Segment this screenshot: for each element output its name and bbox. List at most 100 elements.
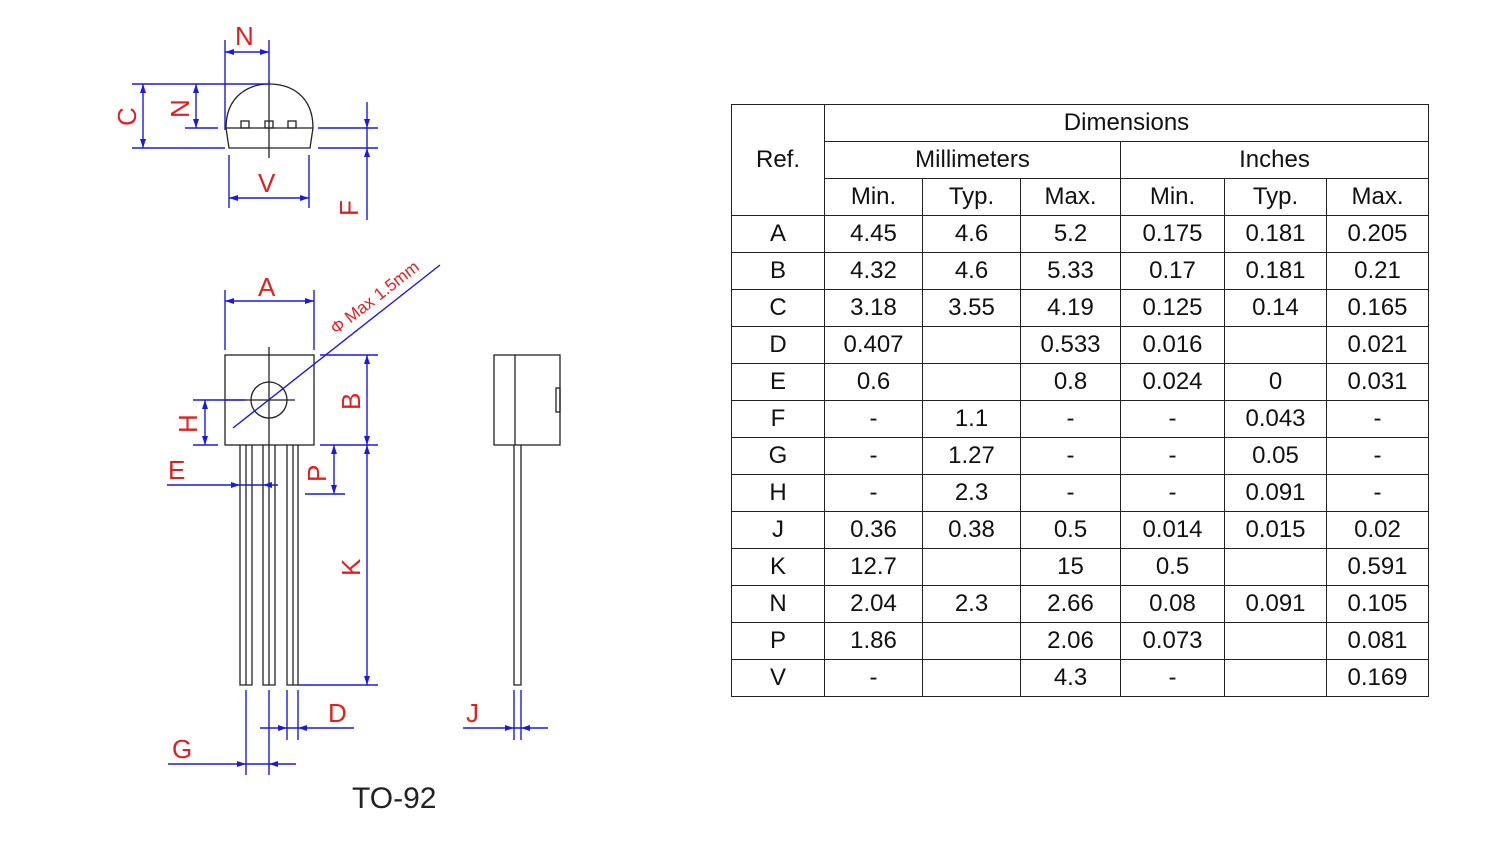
value-cell: 1.1: [922, 400, 1021, 438]
sub-header: Min.: [1120, 178, 1225, 216]
value-cell: 0.205: [1326, 215, 1429, 253]
ref-cell: G: [731, 437, 825, 475]
ref-cell: B: [731, 252, 825, 290]
value-cell: 0.38: [922, 511, 1021, 549]
arrowhead-icon: [202, 400, 208, 409]
arrowhead-icon: [364, 148, 370, 157]
value-cell: 0.073: [1120, 622, 1225, 660]
value-cell: 0.591: [1326, 548, 1429, 586]
ref-cell: P: [731, 622, 825, 660]
value-cell: 0.05: [1224, 437, 1327, 475]
value-cell: [922, 659, 1021, 697]
value-cell: [922, 548, 1021, 586]
arrowhead-icon: [364, 119, 370, 128]
value-cell: -: [1020, 474, 1121, 512]
value-cell: 3.18: [824, 289, 923, 327]
sub-header: Max.: [1326, 178, 1429, 216]
value-cell: 0.21: [1326, 252, 1429, 290]
package-name: TO-92: [352, 782, 436, 815]
label-c: C: [112, 107, 142, 126]
arrowhead-icon: [364, 355, 370, 364]
value-cell: 0.407: [824, 326, 923, 364]
arrowhead-icon: [364, 436, 370, 445]
value-cell: 0.08: [1120, 585, 1225, 623]
label-n-side: N: [165, 99, 195, 118]
ref-cell: D: [731, 326, 825, 364]
sub-header: Typ.: [922, 178, 1021, 216]
value-cell: 5.33: [1020, 252, 1121, 290]
inches-header: Inches: [1120, 141, 1429, 179]
millimeters-header: Millimeters: [824, 141, 1121, 179]
value-cell: 4.19: [1020, 289, 1121, 327]
value-cell: 0.024: [1120, 363, 1225, 401]
value-cell: 0.533: [1020, 326, 1121, 364]
ref-cell: V: [731, 659, 825, 697]
value-cell: 0.181: [1224, 252, 1327, 290]
value-cell: 2.04: [824, 585, 923, 623]
arrowhead-icon: [305, 298, 314, 304]
value-cell: 0.105: [1326, 585, 1429, 623]
value-cell: 0.02: [1326, 511, 1429, 549]
value-cell: -: [1020, 437, 1121, 475]
value-cell: -: [1326, 474, 1429, 512]
value-cell: 4.45: [824, 215, 923, 253]
value-cell: 0.5: [1020, 511, 1121, 549]
table-row: V-4.3-0.169: [731, 659, 1429, 697]
arrowhead-icon: [202, 436, 208, 445]
value-cell: -: [1120, 437, 1225, 475]
arrowhead-icon: [269, 761, 278, 767]
value-cell: 4.6: [922, 215, 1021, 253]
value-cell: 0.031: [1326, 363, 1429, 401]
value-cell: [1224, 548, 1327, 586]
value-cell: 0.175: [1120, 215, 1225, 253]
ref-cell: N: [731, 585, 825, 623]
sub-header: Max.: [1020, 178, 1121, 216]
table-row: G-1.27--0.05-: [731, 437, 1429, 475]
leads: [239, 445, 299, 686]
value-cell: 12.7: [824, 548, 923, 586]
value-cell: -: [1020, 400, 1121, 438]
value-cell: 4.32: [824, 252, 923, 290]
value-cell: 0.165: [1326, 289, 1429, 327]
value-cell: 0.016: [1120, 326, 1225, 364]
table-row: F-1.1--0.043-: [731, 400, 1429, 438]
value-cell: -: [1120, 659, 1225, 697]
arrowhead-icon: [140, 139, 146, 148]
value-cell: 5.2: [1020, 215, 1121, 253]
header-row-2: Millimeters Inches: [732, 141, 1429, 179]
value-cell: 0.8: [1020, 363, 1121, 401]
arrowhead-icon: [260, 49, 269, 55]
front-view: A Φ Max 1.5mm B H E P K D G: [167, 257, 441, 775]
ref-cell: F: [731, 400, 825, 438]
sub-header: Min.: [824, 178, 923, 216]
label-v: V: [258, 168, 276, 198]
ref-header: Ref.: [731, 104, 825, 216]
value-cell: 0.6: [824, 363, 923, 401]
arrowhead-icon: [140, 84, 146, 93]
ref-cell: H: [731, 474, 825, 512]
value-cell: 2.3: [922, 585, 1021, 623]
value-cell: 0: [1224, 363, 1327, 401]
value-cell: 3.55: [922, 289, 1021, 327]
value-cell: 0.14: [1224, 289, 1327, 327]
value-cell: 0.17: [1120, 252, 1225, 290]
value-cell: 0.043: [1224, 400, 1327, 438]
label-d: D: [328, 698, 347, 728]
arrowhead-icon: [263, 482, 272, 488]
arrowhead-icon: [331, 485, 337, 494]
label-g: G: [172, 734, 192, 764]
value-cell: 0.081: [1326, 622, 1429, 660]
label-hole-diameter: Φ Max 1.5mm: [327, 257, 423, 338]
value-cell: -: [824, 437, 923, 475]
arrowhead-icon: [505, 725, 514, 731]
arrowhead-icon: [193, 119, 199, 128]
ref-cell: A: [731, 215, 825, 253]
label-k: K: [336, 558, 366, 576]
label-h: H: [173, 414, 203, 433]
